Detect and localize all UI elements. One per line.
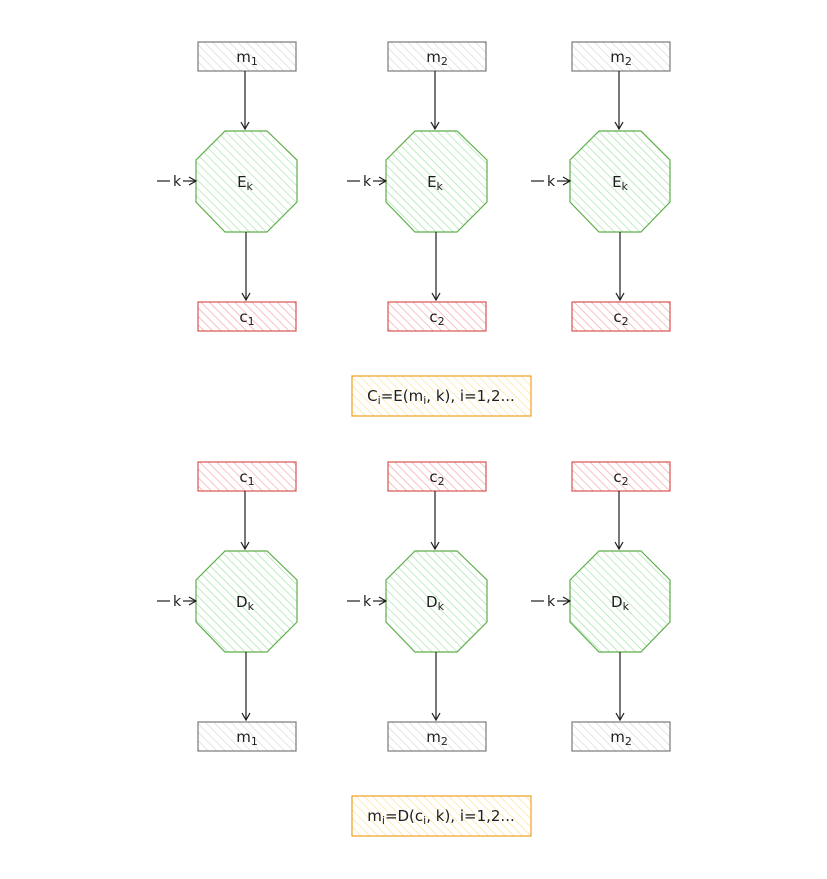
plaintext-box bbox=[197, 721, 297, 752]
plaintext-label: m2 bbox=[610, 48, 632, 68]
key-label: k bbox=[547, 174, 556, 190]
encryption-formula-box bbox=[351, 375, 532, 417]
dec-column-3: c2 Dk k m2 bbox=[531, 461, 671, 752]
ciphertext-box bbox=[571, 461, 671, 492]
decryption-section: c1 Dk k m1 c2 Dk k m2 bbox=[157, 461, 671, 837]
plaintext-label: m2 bbox=[426, 728, 448, 748]
ciphertext-box bbox=[197, 301, 297, 332]
plaintext-box bbox=[387, 41, 487, 72]
encrypt-octagon bbox=[385, 130, 488, 233]
dec-column-1: c1 Dk k m1 bbox=[157, 461, 298, 752]
plaintext-label: m1 bbox=[236, 48, 258, 68]
encrypt-octagon bbox=[569, 130, 671, 233]
ciphertext-box bbox=[571, 301, 671, 332]
ciphertext-label: c2 bbox=[613, 468, 628, 488]
dec-column-2: c2 Dk k m2 bbox=[347, 461, 488, 752]
plaintext-box bbox=[571, 721, 671, 752]
plaintext-label: m2 bbox=[610, 728, 632, 748]
decrypt-label: Dk bbox=[611, 593, 630, 613]
enc-column-3: m2 Ek k c2 bbox=[531, 41, 671, 332]
ciphertext-label: c2 bbox=[429, 308, 444, 328]
key-label: k bbox=[173, 594, 182, 610]
encryption-formula: Ci=E(mi, k), i=1,2... bbox=[367, 387, 515, 407]
decrypt-octagon bbox=[385, 550, 488, 653]
key-label: k bbox=[363, 174, 372, 190]
decrypt-label: Dk bbox=[426, 593, 445, 613]
plaintext-label: m2 bbox=[426, 48, 448, 68]
enc-column-2: m2 Ek k c2 bbox=[347, 41, 488, 332]
ciphertext-box bbox=[387, 461, 487, 492]
ciphertext-label: c1 bbox=[239, 308, 254, 328]
encrypt-label: Ek bbox=[612, 173, 628, 193]
encrypt-label: Ek bbox=[237, 173, 253, 193]
ciphertext-label: c2 bbox=[613, 308, 628, 328]
decrypt-octagon bbox=[195, 550, 298, 653]
key-label: k bbox=[547, 594, 556, 610]
ciphertext-label: c1 bbox=[239, 468, 254, 488]
key-label: k bbox=[173, 174, 182, 190]
encrypt-label: Ek bbox=[427, 173, 443, 193]
ciphertext-box bbox=[387, 301, 487, 332]
plaintext-box bbox=[197, 41, 297, 72]
plaintext-box bbox=[387, 721, 487, 752]
decrypt-octagon bbox=[569, 550, 671, 653]
decrypt-label: Dk bbox=[236, 593, 255, 613]
decryption-formula-box bbox=[351, 795, 532, 837]
ciphertext-label: c2 bbox=[429, 468, 444, 488]
encrypt-octagon bbox=[195, 130, 298, 233]
plaintext-label: m1 bbox=[236, 728, 258, 748]
key-label: k bbox=[363, 594, 372, 610]
encryption-section: m1 Ek k c1 m2 Ek k c2 bbox=[157, 41, 671, 417]
plaintext-box bbox=[571, 41, 671, 72]
enc-column-1: m1 Ek k c1 bbox=[157, 41, 298, 332]
ciphertext-box bbox=[197, 461, 297, 492]
decryption-formula: mi=D(ci, k), i=1,2... bbox=[367, 807, 514, 827]
